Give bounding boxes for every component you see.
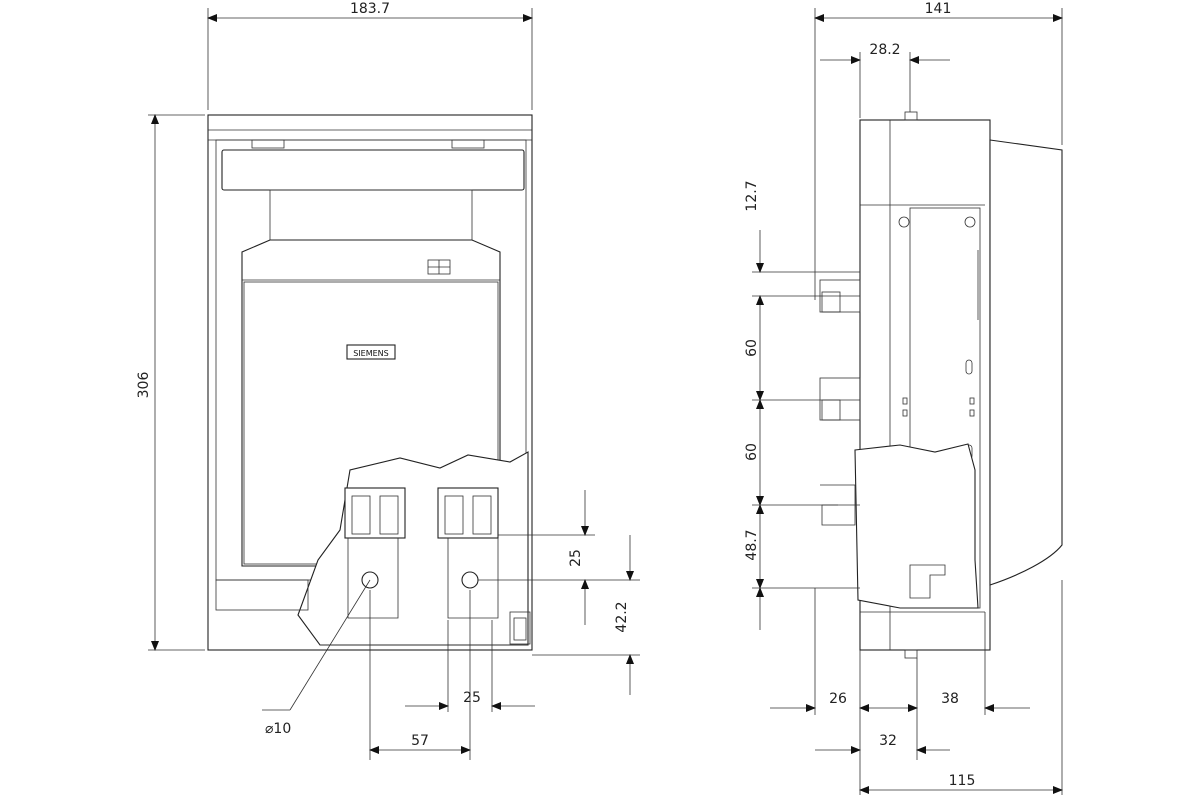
window-icon (427, 259, 451, 275)
brand-label: SIEMENS (353, 349, 389, 358)
side-cutaway (854, 443, 979, 609)
brand-plate (346, 344, 396, 360)
dim-rail-top-label: 12.7 (744, 180, 760, 211)
cutaway-section (297, 451, 529, 646)
dim-offset-top-label: 28.2 (869, 42, 900, 58)
dim-pitch-2-label: 60 (744, 443, 760, 461)
dim-terminal-height-label: 25 (568, 549, 584, 567)
dim-width-label: 183.7 (350, 1, 390, 17)
dim-depth-label: 141 (925, 1, 952, 17)
dim-middle-bottom-label: 32 (879, 733, 897, 749)
dim-spacing-label: 57 (411, 733, 429, 749)
dim-right-bottom-label: 38 (941, 691, 959, 707)
top-cover-bar (221, 149, 525, 191)
side-cover (989, 139, 1063, 586)
side-view: 141 28.2 12.7 60 60 48.7 26 38 (744, 1, 1063, 795)
dim-bottom-offset-label: 42.2 (614, 601, 630, 632)
terminal-left (344, 487, 406, 619)
dim-hole-label: ⌀10 (265, 721, 291, 737)
terminal-right (437, 487, 499, 619)
dim-height-label: 306 (136, 372, 152, 399)
dim-terminal-width-label: 25 (463, 690, 481, 706)
front-view: SIEMENS 183.7 306 (136, 1, 640, 760)
dim-rail-bottom-label: 48.7 (744, 529, 760, 560)
rail-clip-middle (819, 377, 861, 421)
dim-pitch-1-label: 60 (744, 339, 760, 357)
dim-left-bottom-label: 26 (829, 691, 847, 707)
dim-body-depth-label: 115 (949, 773, 976, 789)
